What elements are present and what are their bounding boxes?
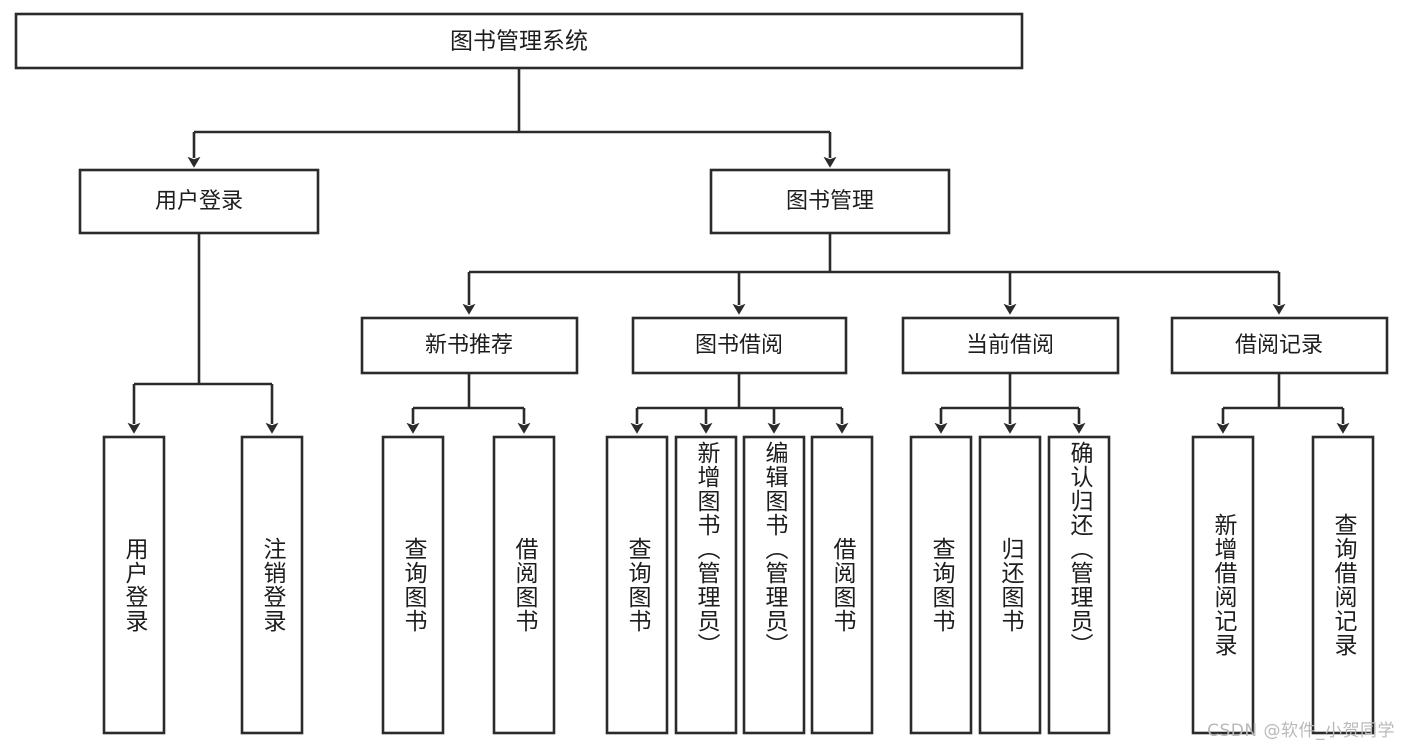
leaf-label-wrap-user-login-1: 用户登录 (104, 437, 164, 733)
leaf-box-book-borrow-2[interactable] (674, 435, 738, 735)
leaf-box-book-borrow-4[interactable] (810, 435, 874, 735)
edges-root-to-level2 (187, 68, 837, 168)
leaf-label-wrap-book-borrow-1: 查询图书 (607, 437, 667, 733)
leaf-label-wrap-current-borrow-1: 查询图书 (911, 437, 971, 733)
leaf-box-borrow-records-2[interactable] (1311, 435, 1375, 735)
leaf-label-wrap-borrow-records-1: 新增借阅记录 (1193, 437, 1253, 733)
leaf-label-book-borrow-3: 编辑图书（管理员） (761, 441, 788, 657)
leaf-box-user-login-1[interactable] (102, 435, 166, 735)
leaf-label-book-borrow-2: 新增图书（管理员） (693, 441, 720, 657)
leaf-label-borrow-records-1: 新增借阅记录 (1210, 513, 1237, 657)
node-book-management[interactable]: 图书管理 (709, 168, 951, 235)
user-login-label: 用户登录 (155, 189, 243, 214)
leaf-label-wrap-book-borrow-2: 新增图书（管理员） (676, 441, 736, 733)
root-label: 图书管理系统 (450, 29, 588, 55)
node-root-book-management-system[interactable]: 图书管理系统 (14, 12, 1024, 70)
leaf-label-wrap-new-book-2: 借阅图书 (494, 437, 554, 733)
leaf-label-current-borrow-3: 确认归还（管理员） (1066, 441, 1093, 657)
edges-book-borrow-to-leaves (630, 373, 849, 434)
book-management-box[interactable] (709, 168, 951, 235)
leaf-box-new-book-1[interactable] (381, 435, 445, 735)
leaf-label-wrap-book-borrow-4: 借阅图书 (812, 437, 872, 733)
leaf-label-wrap-borrow-records-2: 查询借阅记录 (1313, 437, 1373, 733)
leaf-label-wrap-current-borrow-2: 归还图书 (980, 437, 1040, 733)
leaf-box-new-book-2[interactable] (492, 435, 556, 735)
edges-new-book-recommend-to-leaves (406, 373, 531, 434)
leaf-label-wrap-user-login-2: 注销登录 (242, 437, 302, 733)
book-borrow-box[interactable] (631, 316, 848, 375)
node-book-borrow[interactable]: 图书借阅 (631, 316, 848, 375)
leaf-label-new-book-2: 借阅图书 (511, 537, 538, 633)
leaf-box-current-borrow-1[interactable] (909, 435, 973, 735)
node-borrow-records[interactable]: 借阅记录 (1170, 316, 1389, 375)
node-current-borrow[interactable]: 当前借阅 (901, 316, 1120, 375)
current-borrow-box[interactable] (901, 316, 1120, 375)
node-new-book-recommend[interactable]: 新书推荐 (360, 316, 579, 375)
leaf-label-book-borrow-4: 借阅图书 (829, 537, 856, 633)
leaf-boxes (102, 435, 1375, 735)
book-management-label: 图书管理 (786, 189, 874, 214)
new-book-recommend-label: 新书推荐 (425, 333, 513, 358)
leaf-label-wrap-current-borrow-3: 确认归还（管理员） (1049, 441, 1109, 733)
leaf-label-user-login-1: 用户登录 (121, 537, 148, 633)
leaf-label-new-book-1: 查询图书 (400, 537, 427, 633)
leaf-box-user-login-2[interactable] (240, 435, 304, 735)
borrow-records-box[interactable] (1170, 316, 1389, 375)
leaf-label-wrap-book-borrow-3: 编辑图书（管理员） (744, 441, 804, 733)
user-login-box[interactable] (78, 168, 320, 235)
edges-book-manage-to-level3 (462, 233, 1286, 315)
leaf-box-current-borrow-3[interactable] (1047, 435, 1111, 735)
edges-borrow-records-to-leaves (1216, 373, 1350, 434)
current-borrow-label: 当前借阅 (966, 333, 1054, 358)
leaf-box-current-borrow-2[interactable] (978, 435, 1042, 735)
borrow-records-label: 借阅记录 (1235, 333, 1323, 358)
leaf-label-user-login-2: 注销登录 (259, 537, 286, 633)
leaf-label-current-borrow-2: 归还图书 (997, 537, 1024, 633)
leaf-box-book-borrow-3[interactable] (742, 435, 806, 735)
book-borrow-label: 图书借阅 (695, 333, 783, 358)
leaf-label-book-borrow-1: 查询图书 (624, 537, 651, 633)
leaf-label-current-borrow-1: 查询图书 (928, 537, 955, 633)
root-box[interactable] (14, 12, 1024, 70)
new-book-recommend-box[interactable] (360, 316, 579, 375)
leaf-box-borrow-records-1[interactable] (1191, 435, 1255, 735)
edges-current-borrow-to-leaves (934, 373, 1086, 434)
leaf-box-book-borrow-1[interactable] (605, 435, 669, 735)
leaf-label-wrap-new-book-1: 查询图书 (383, 437, 443, 733)
edges-user-login-to-leaves (127, 233, 279, 434)
node-user-login[interactable]: 用户登录 (78, 168, 320, 235)
leaf-label-borrow-records-2: 查询借阅记录 (1330, 513, 1357, 657)
